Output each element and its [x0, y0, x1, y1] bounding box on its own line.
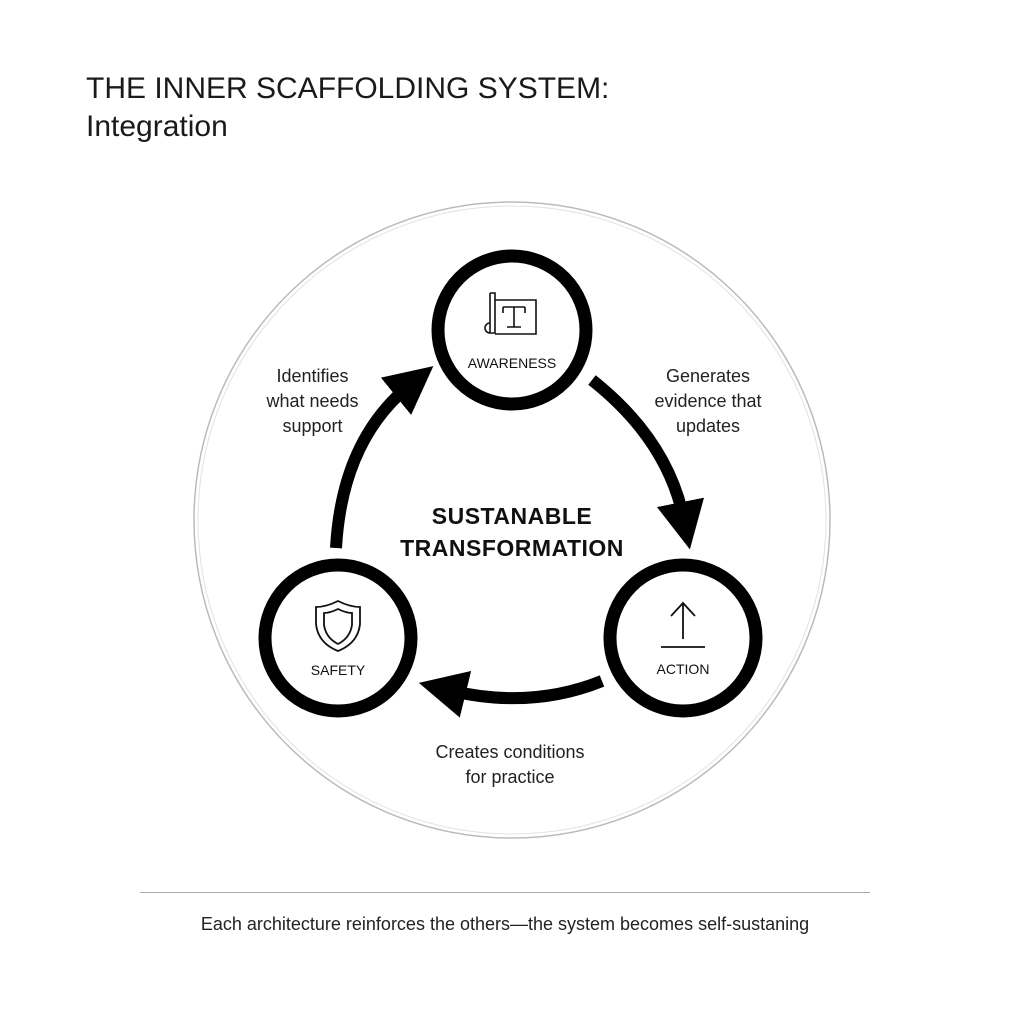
awareness-node-ring	[431, 249, 593, 411]
center-label: SUSTANABLE TRANSFORMATION	[362, 500, 662, 564]
arrow-action-to-safety	[418, 670, 605, 718]
action-label: ACTION	[656, 661, 710, 677]
page-title: THE INNER SCAFFOLDING SYSTEM: Integratio…	[86, 70, 609, 146]
edge-text: for practice	[465, 767, 555, 787]
edge-label-safety-awareness: Identifies what needs support	[230, 364, 395, 439]
center-line-1: SUSTANABLE	[431, 503, 593, 529]
arrow-safety-to-awareness	[330, 366, 434, 549]
edge-label-action-safety: Creates conditions for practice	[400, 740, 620, 790]
edge-text: Identifies	[276, 366, 349, 386]
blueprint-icon	[484, 292, 537, 335]
footer-caption: Each architecture reinforces the others—…	[200, 914, 810, 934]
edge-label-awareness-action: Generates evidence that updates	[628, 364, 788, 439]
edge-text: Creates conditions	[435, 742, 585, 762]
divider	[140, 892, 870, 893]
awareness-label: AWARENESS	[467, 355, 557, 371]
outer-ring	[193, 201, 831, 839]
title-line-2: Integration	[86, 110, 228, 143]
edge-text: support	[282, 416, 343, 436]
title-line-1: THE INNER SCAFFOLDING SYSTEM:	[86, 72, 610, 105]
edge-text: Generates	[665, 366, 751, 386]
safety-node-ring	[258, 558, 418, 718]
edge-text: evidence that	[654, 391, 762, 411]
edge-text: updates	[675, 416, 741, 436]
center-line-2: TRANSFORMATION	[400, 535, 624, 561]
safety-label: SAFETY	[310, 662, 366, 678]
edge-text: what needs	[266, 391, 359, 411]
arrow-awareness-to-action	[588, 375, 704, 550]
upload-arrow-icon	[661, 601, 705, 648]
shield-icon	[315, 599, 361, 652]
